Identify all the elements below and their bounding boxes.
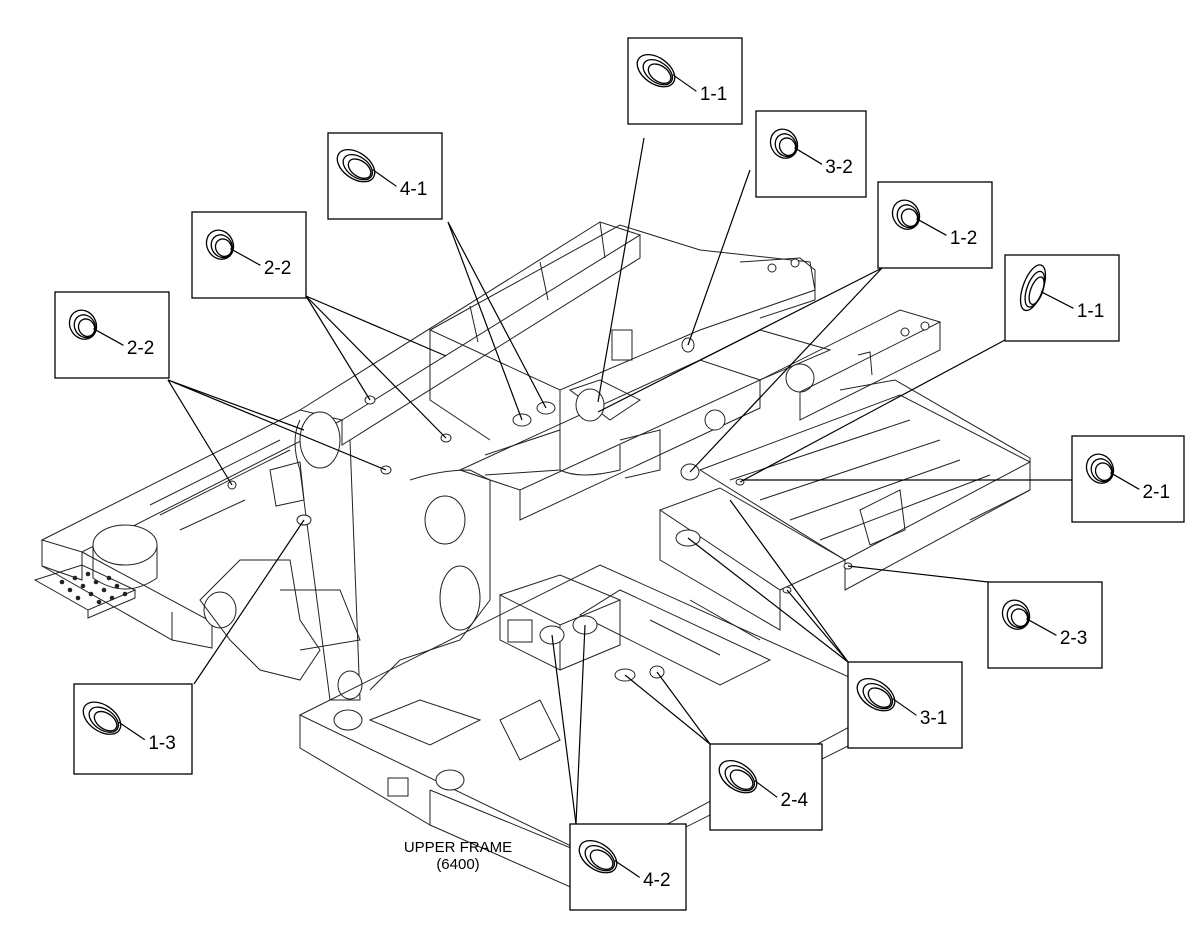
callout-box-frame: [877, 181, 993, 269]
callout-box-frame: [755, 110, 867, 198]
callout-box-frame: [327, 132, 443, 220]
callout-label: 2-3: [1060, 628, 1087, 649]
callout-label: 2-1: [1143, 482, 1170, 503]
callout-2-2: 2-2: [191, 211, 307, 299]
callout-label: 2-2: [264, 258, 291, 279]
callout-3-2: 3-2: [755, 110, 867, 198]
callout-1-2: 1-2: [877, 181, 993, 269]
callout-2-1: 2-1: [1071, 435, 1185, 523]
callout-box-frame: [1071, 435, 1185, 523]
callout-box-frame: [847, 661, 963, 749]
leader-lines: [167, 137, 1072, 825]
grommet-ring-icon: [769, 128, 799, 159]
callout-4-1: 4-1: [327, 132, 443, 220]
callout-box-frame: [1004, 254, 1120, 342]
callout-2-3: 2-3: [987, 581, 1103, 669]
callout-2-2: 2-2: [54, 291, 170, 379]
callout-label: 2-2: [127, 338, 154, 359]
callout-box-frame: [709, 743, 823, 831]
frame-caption: UPPER FRAME (6400): [404, 839, 512, 873]
grommet-ring-icon: [1001, 599, 1031, 630]
callout-label: 2-4: [781, 790, 809, 811]
grommet-oval-icon: [82, 701, 122, 735]
callout-label: 4-1: [400, 179, 427, 200]
grommet-oval-icon: [718, 759, 758, 794]
callout-2-4: 2-4: [709, 743, 823, 831]
callout-box-frame: [627, 37, 743, 125]
callout-box-frame: [987, 581, 1103, 669]
callout-box-frame: [73, 683, 193, 775]
caption-title: UPPER FRAME: [404, 839, 512, 856]
callout-label: 4-2: [643, 870, 670, 891]
callout-box-frame: [191, 211, 307, 299]
grommet-oval-icon: [636, 53, 676, 88]
grommet-oval-icon: [578, 839, 618, 874]
callout-label: 3-2: [825, 157, 852, 178]
callout-label: 1-1: [700, 84, 727, 105]
callout-label: 3-1: [920, 708, 947, 729]
callout-boxes: 1-1 3-2 4-1 1-2 2-2 1-1 2-2 2-1 2-3 3-1 1-3 2-4 4-2: [54, 37, 1185, 911]
callout-label: 1-2: [950, 228, 977, 249]
callout-3-1: 3-1: [847, 661, 963, 749]
callout-label: 1-1: [1077, 301, 1104, 322]
callout-4-2: 4-2: [569, 823, 687, 911]
grommet-ring-icon: [891, 199, 921, 230]
grommet-ring-icon: [1085, 453, 1115, 484]
upper-frame-drawing: [33, 221, 1032, 901]
callout-1-1: 1-1: [627, 37, 743, 125]
caption-code: (6400): [436, 856, 479, 873]
callout-1-1: 1-1: [1004, 254, 1120, 342]
grommet-oval-icon: [336, 148, 376, 183]
callout-1-3: 1-3: [73, 683, 193, 775]
callout-box-frame: [569, 823, 687, 911]
grommet-oval-icon: [856, 677, 896, 712]
callout-box-frame: [54, 291, 170, 379]
callout-label: 1-3: [148, 733, 175, 754]
grommet-ring-icon: [68, 309, 98, 340]
grommet-ring-icon: [205, 229, 235, 260]
